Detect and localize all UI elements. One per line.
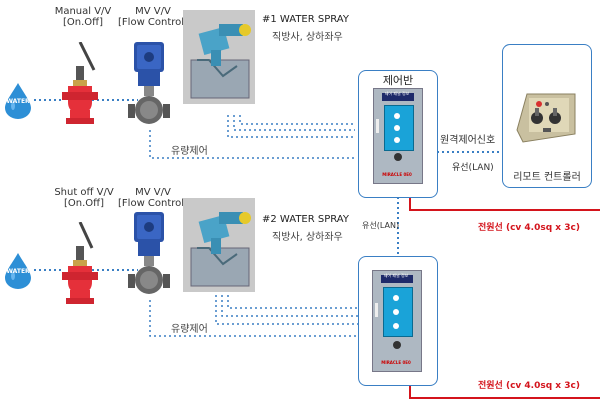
flow-control-label-2: 유량제어	[171, 324, 208, 335]
motor-valve-icon[interactable]	[128, 38, 170, 130]
power-cable-label-2: 전원선 (cv 4.0sq x 3c)	[478, 381, 580, 391]
mv-valve-label: MV V/V [Flow Control]	[118, 187, 188, 209]
power-line-2	[409, 385, 600, 399]
power-cable-label-1: 전원선 (cv 4.0sq x 3c)	[478, 223, 580, 233]
shutoff-valve-label: Shut off V/V [On.Off]	[54, 187, 114, 209]
manual-valve-label: Manual V/V [On.Off]	[54, 6, 112, 28]
control-panel-title: 제어반	[382, 74, 414, 87]
control-line-1c	[233, 115, 355, 131]
control-line-2a	[149, 300, 358, 337]
spray-sub-2: 직방사, 상하좌우	[272, 232, 343, 243]
water-label: WATER	[6, 98, 30, 105]
panel-header-text: 제어 패널 정보	[383, 273, 409, 278]
control-line-1b	[227, 115, 355, 138]
manual-valve-icon[interactable]	[60, 42, 100, 128]
control-line-1d	[239, 115, 355, 125]
mv-valve-label: MV V/V [Flow Control]	[118, 6, 188, 28]
control-line-2d	[227, 290, 358, 309]
panel-brand: MIRACLE 0E0	[382, 172, 412, 177]
panel-header-text: 제어 패널 정보	[384, 91, 410, 96]
control-line-2c	[221, 290, 358, 317]
remote-lan-label: 유선(LAN)	[452, 163, 494, 173]
remote-signal-label: 원격제어신호	[440, 135, 496, 146]
flow-control-label-1: 유량제어	[171, 146, 208, 157]
spray-title-1: #1 WATER SPRAY	[262, 14, 349, 25]
power-line-1	[409, 197, 600, 211]
lan-vertical-label: 유선(LAN)	[362, 221, 400, 230]
spray-sub-1: 직방사, 상하좌우	[272, 32, 343, 43]
water-spray-unit-icon	[183, 198, 255, 292]
motor-valve-icon[interactable]	[128, 208, 170, 300]
control-panel-box[interactable]	[372, 270, 422, 372]
spray-title-2: #2 WATER SPRAY	[262, 214, 349, 225]
remote-controller-icon[interactable]	[513, 84, 579, 150]
water-spray-unit-icon	[183, 10, 255, 104]
control-panel-box[interactable]	[373, 88, 423, 184]
control-line-2b	[215, 290, 358, 325]
shutoff-valve-icon[interactable]	[60, 222, 100, 308]
water-label: WATER	[6, 268, 30, 275]
water-drop-icon	[5, 83, 31, 119]
panel-brand: MIRACLE 0E0	[381, 360, 411, 365]
remote-controller-title: 리모트 컨트롤러	[513, 172, 581, 183]
water-drop-icon	[5, 253, 31, 289]
